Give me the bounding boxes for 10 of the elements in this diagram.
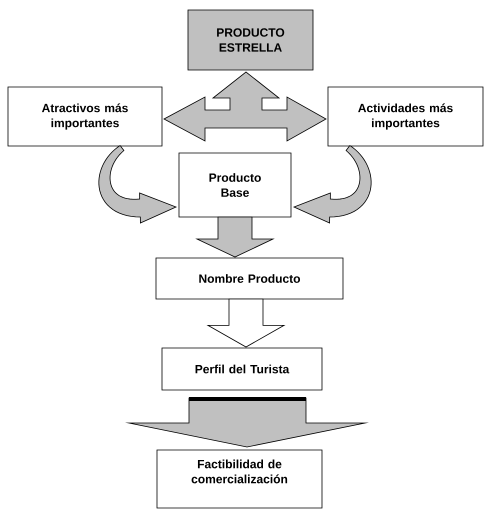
process-box: PRODUCTO ESTRELLA — [188, 10, 314, 70]
block-arrow — [206, 298, 286, 348]
process-box: Producto Base — [178, 152, 292, 218]
process-box: Actividades más importantes — [328, 86, 484, 146]
process-box: Perfil del Turista — [162, 348, 322, 390]
process-box: Factibilidad de comercialización — [156, 450, 322, 508]
block-arrow — [125, 397, 369, 448]
block-arrow — [195, 216, 275, 258]
process-box: Atractivos más importantes — [8, 86, 162, 146]
process-box: Nombre Producto — [156, 258, 344, 300]
